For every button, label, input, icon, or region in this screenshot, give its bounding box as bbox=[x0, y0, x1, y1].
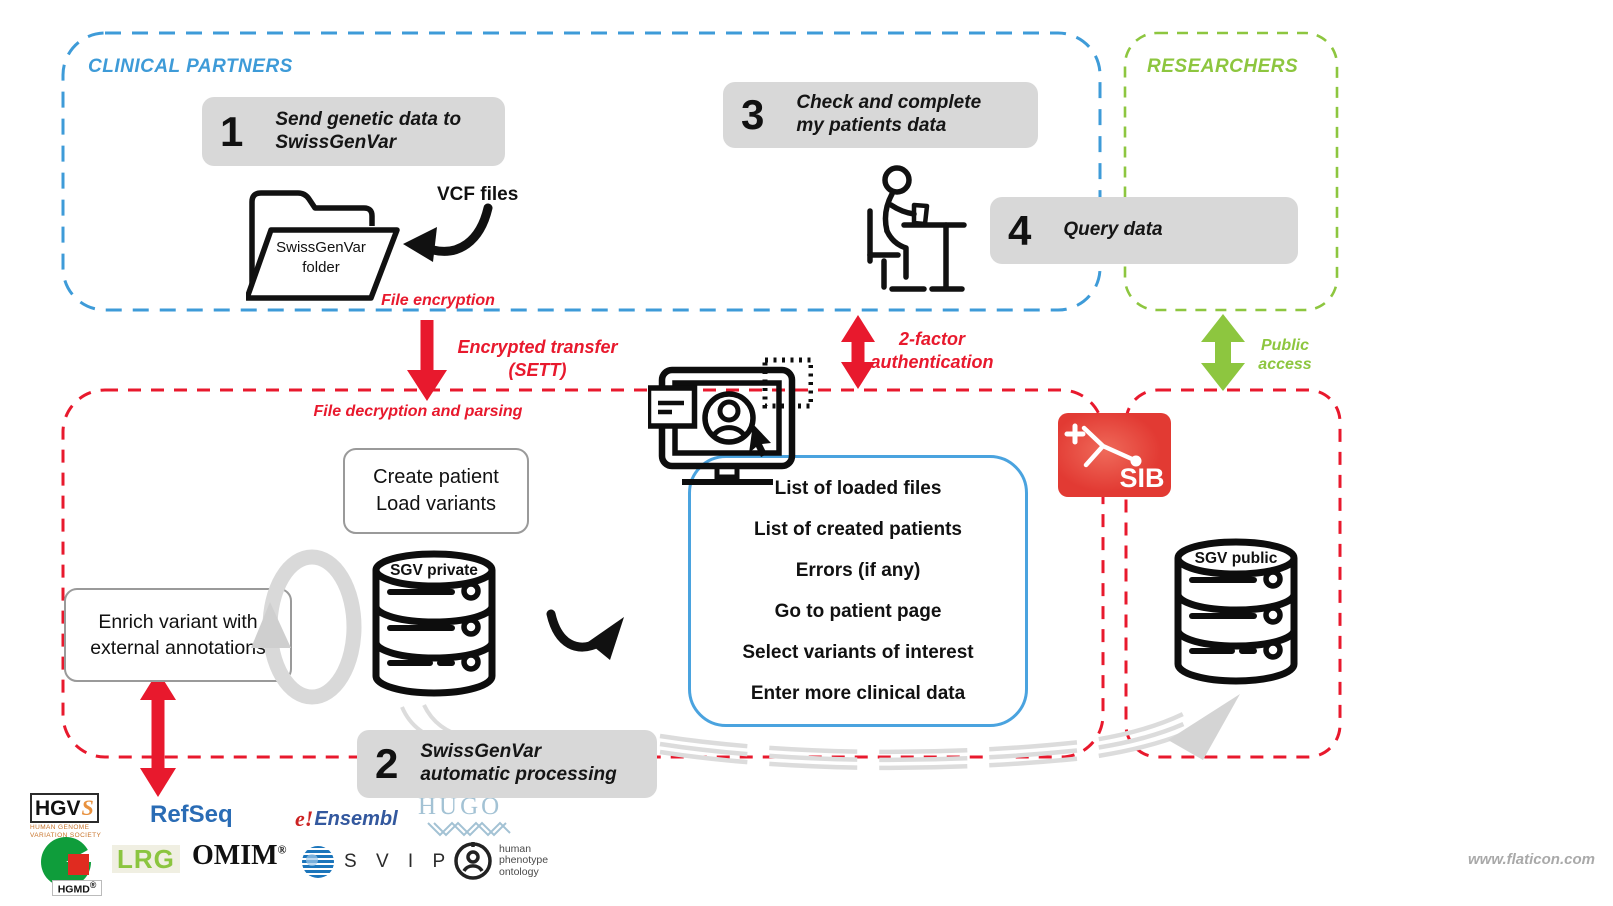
hgmd-icon bbox=[41, 837, 95, 887]
sgv-private-db-icon: SGV private bbox=[372, 550, 496, 697]
vcf-to-folder-arrow bbox=[403, 203, 493, 262]
logo-hgmd: HGMD® bbox=[38, 836, 102, 896]
step-1-number: 1 bbox=[220, 107, 244, 155]
two-factor-arrow bbox=[841, 315, 875, 389]
step-3-number: 3 bbox=[741, 91, 765, 138]
file-decryption-label: File decryption and parsing bbox=[313, 403, 523, 420]
sgv-public-db-icon: SGV public bbox=[1174, 538, 1298, 685]
file-encryption-label: File encryption bbox=[381, 292, 495, 309]
logo-ensembl: e! Ensembl bbox=[295, 806, 398, 831]
step-4-number: 4 bbox=[1008, 206, 1032, 254]
logo-hugo: HUGO bbox=[418, 794, 512, 839]
hgvs-s-glyph: S bbox=[81, 795, 94, 820]
public-access-arrow bbox=[1201, 314, 1245, 391]
annotation-sources-arrow bbox=[140, 671, 176, 797]
sgv-private-db-label: SGV private bbox=[390, 562, 478, 579]
logo-svip: S V I P bbox=[300, 844, 452, 880]
clinical-partners-zone-border bbox=[61, 31, 1102, 312]
sib-logo: SIB bbox=[1058, 413, 1171, 497]
two-factor-label: 2-factor authentication bbox=[870, 329, 994, 372]
portal-item: List of created patients bbox=[754, 518, 962, 540]
step-4-box: 4 Query data bbox=[990, 197, 1298, 264]
portal-item: List of loaded files bbox=[774, 477, 942, 499]
portal-monitor-icon bbox=[648, 357, 813, 485]
folder-icon bbox=[246, 190, 400, 301]
researchers-title: RESEARCHERS bbox=[1147, 56, 1299, 77]
researchers-zone-border bbox=[1123, 31, 1339, 312]
step-2-number: 2 bbox=[375, 740, 399, 787]
logo-lrg: LRG bbox=[112, 845, 180, 873]
ensembl-e-glyph: e! bbox=[295, 806, 314, 831]
logo-hgvs-subtitle: HUMAN GENOME VARIATION SOCIETY bbox=[30, 824, 102, 839]
portal-item: Go to patient page bbox=[774, 600, 942, 622]
svip-sphere-icon bbox=[302, 846, 334, 878]
create-patient-box: Create patient Load variants bbox=[343, 448, 529, 534]
clinical-partners-title: CLINICAL PARTNERS bbox=[88, 56, 293, 77]
enrich-variant-box: Enrich variant with external annotations bbox=[64, 588, 292, 682]
logo-hpo: human phenotype ontology bbox=[452, 840, 548, 882]
step-4-label: Query data bbox=[1063, 219, 1163, 241]
encrypted-transfer-arrow bbox=[407, 320, 447, 401]
vcf-files-label: VCF files bbox=[437, 184, 519, 205]
clinician-at-desk-icon bbox=[867, 165, 967, 292]
portal-item: Errors (if any) bbox=[795, 559, 921, 581]
sgv-public-db-label: SGV public bbox=[1195, 550, 1278, 567]
sib-label: SIB bbox=[1119, 463, 1164, 493]
processing-swoosh bbox=[659, 711, 1194, 771]
swoosh-arrowhead bbox=[1168, 694, 1240, 760]
hugo-waves-icon bbox=[427, 821, 511, 837]
encrypted-transfer-label: Encrypted transfer (SETT) bbox=[457, 337, 618, 380]
portal-feature-list: List of loaded files List of created pat… bbox=[688, 455, 1028, 727]
flaticon-credit: www.flaticon.com bbox=[1468, 851, 1595, 868]
portal-item: Enter more clinical data bbox=[750, 682, 966, 704]
public-zone-border bbox=[1124, 388, 1342, 759]
cursor-icon bbox=[749, 424, 771, 457]
db-to-portal-arrow bbox=[546, 609, 624, 660]
logo-refseq: RefSeq bbox=[150, 801, 233, 828]
public-access-label: Public access bbox=[1258, 337, 1312, 374]
hpo-icon bbox=[454, 842, 492, 880]
enrichment-loop-icon bbox=[251, 549, 362, 705]
portal-item: Select variants of interest bbox=[742, 641, 974, 663]
logo-omim: OMIM® bbox=[192, 840, 287, 871]
folder-label: SwissGenVar folder bbox=[276, 239, 366, 276]
